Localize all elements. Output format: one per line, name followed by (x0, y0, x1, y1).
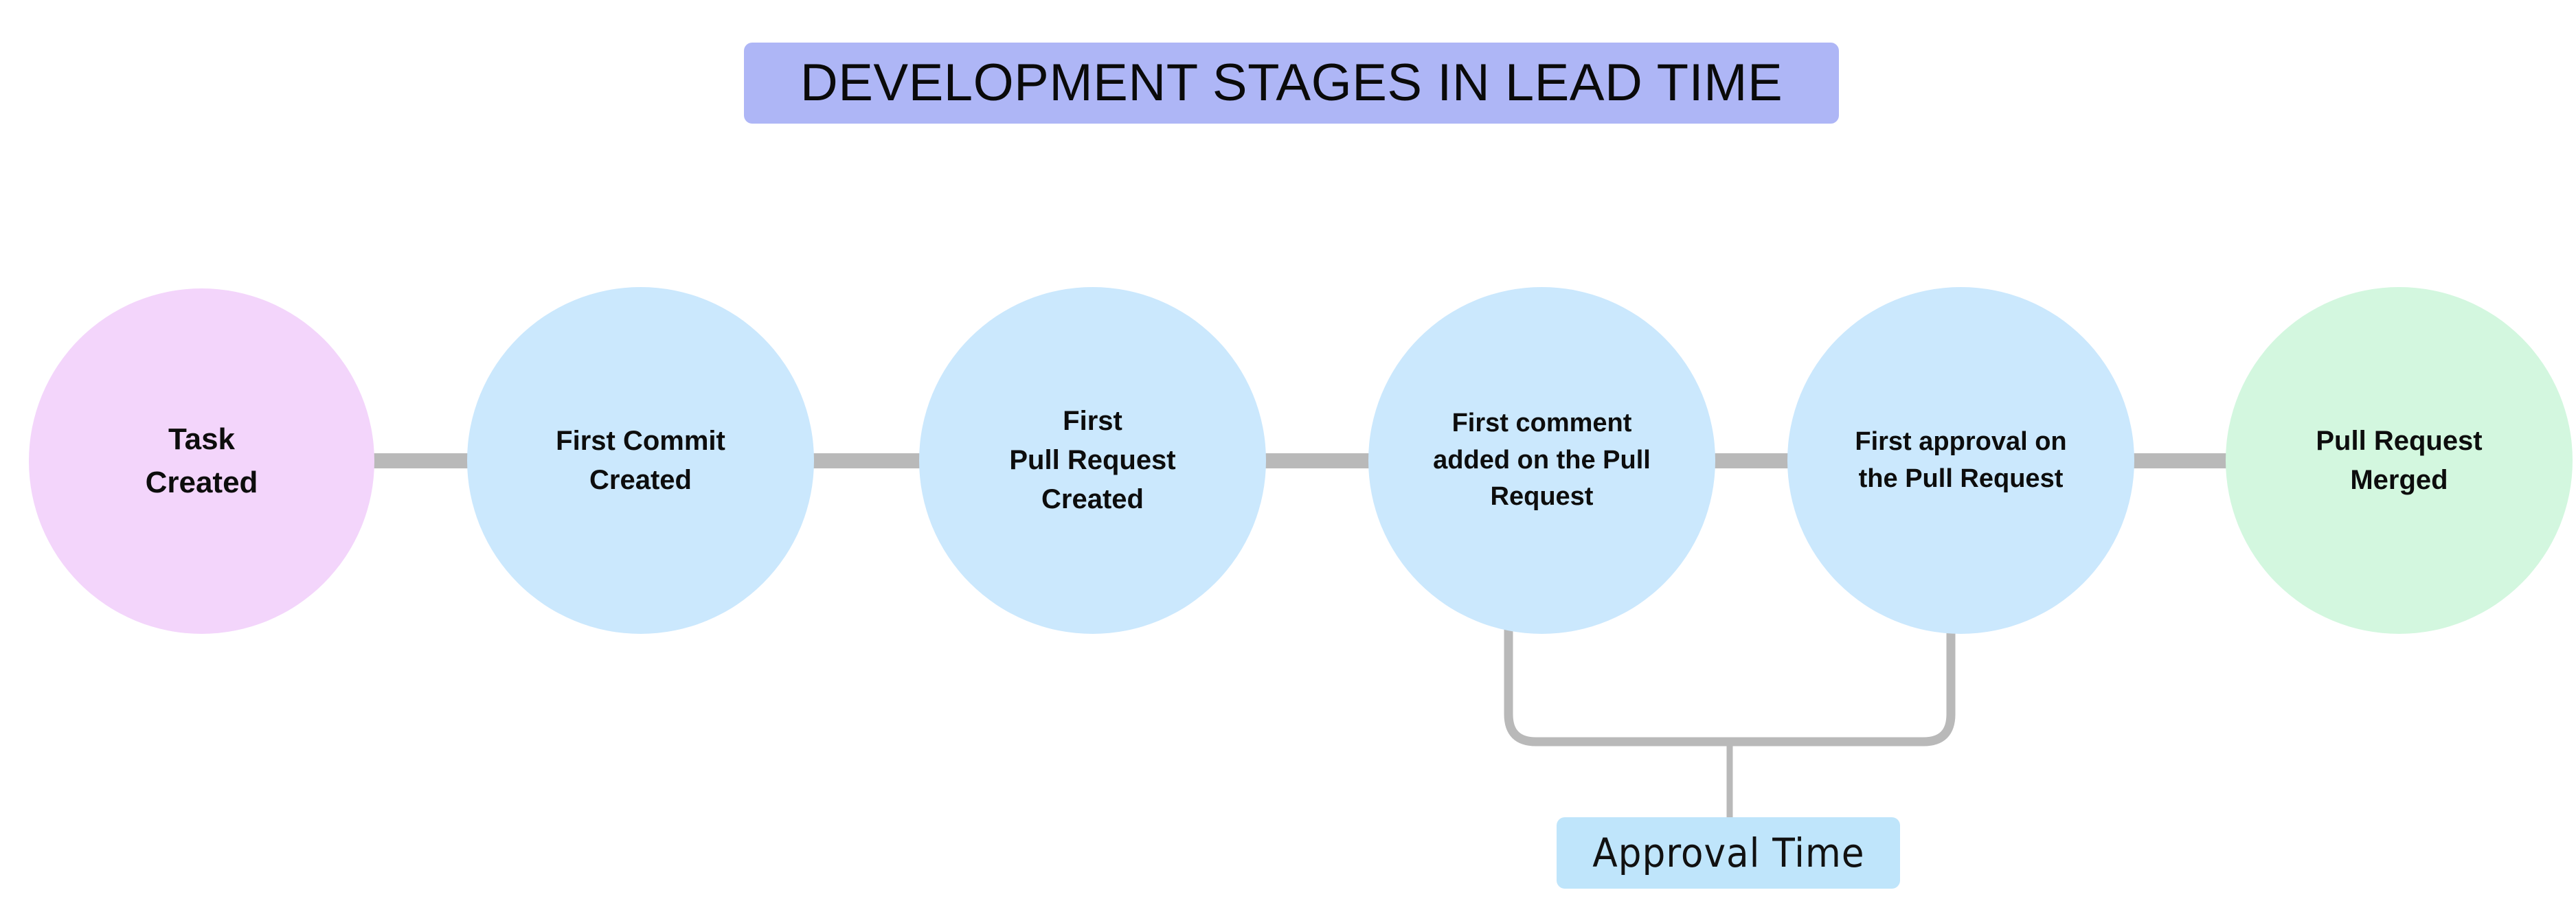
stage-label-task-created: Task Created (145, 422, 258, 499)
stage-label-first-commit-created: First Commit Created (556, 425, 725, 495)
connector-comment-to-approval (1702, 453, 1800, 468)
stage-task-created[interactable]: Task Created (29, 288, 374, 634)
stage-label-first-approval-on-pull-request: First approval on the Pull Request (1855, 426, 2067, 493)
diagram-title-banner: DEVELOPMENT STAGES IN LEAD TIME (744, 43, 1839, 124)
bracket-path (1504, 611, 1956, 747)
stage-label-pull-request-merged: Pull Request Merged (2316, 425, 2483, 495)
stage-label-first-pull-request-created: First Pull Request Created (1009, 406, 1176, 514)
stage-first-approval-on-pull-request[interactable]: First approval on the Pull Request (1787, 287, 2134, 634)
connector-commit-to-pr (802, 453, 931, 468)
connector-pr-to-comment (1253, 453, 1381, 468)
approval-time-label-box[interactable]: Approval Time (1557, 817, 1900, 889)
stage-first-pull-request-created[interactable]: First Pull Request Created (919, 287, 1266, 634)
stage-first-comment-on-pull-request[interactable]: First comment added on the Pull Request (1368, 287, 1715, 634)
stage-pull-request-merged[interactable]: Pull Request Merged (2226, 287, 2573, 634)
connector-approval-to-merged (2119, 453, 2237, 468)
stage-first-commit-created[interactable]: First Commit Created (467, 287, 814, 634)
approval-time-label: Approval Time (1592, 830, 1865, 876)
connector-task-to-commit (361, 453, 485, 468)
page-title: DEVELOPMENT STAGES IN LEAD TIME (800, 54, 1783, 112)
stage-label-first-comment-on-pull-request: First comment added on the Pull Request (1433, 408, 1651, 512)
approval-time-bracket (1504, 611, 1956, 817)
